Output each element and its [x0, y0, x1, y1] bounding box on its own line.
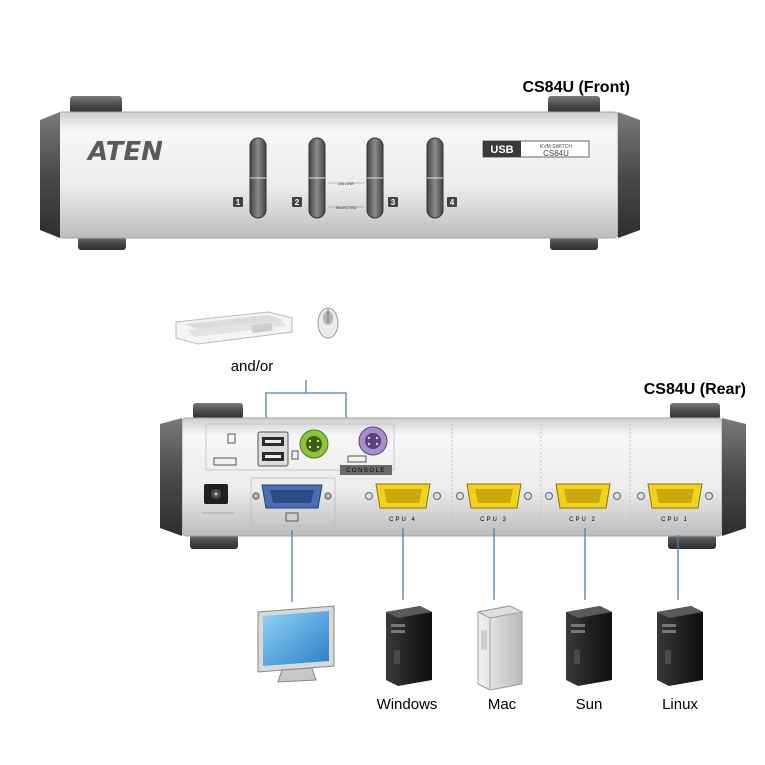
badge-usb: USB	[490, 144, 513, 156]
keyboard-icon	[175, 311, 293, 345]
power-jack[interactable]	[204, 484, 228, 504]
aten-logo: ATEN	[86, 137, 163, 167]
monitor-port-frame	[250, 477, 336, 527]
cpu2-vga-port[interactable]	[545, 483, 621, 509]
keyboard-symbol-icon	[347, 455, 367, 463]
port-number: 1	[236, 198, 241, 207]
port-button-1[interactable]: 1	[233, 137, 267, 219]
rear-endcap-right	[722, 418, 746, 536]
console-usb-ports[interactable]	[257, 431, 289, 467]
console-ps2-mouse-port[interactable]	[358, 426, 388, 456]
port-button-2[interactable]: 2	[292, 137, 326, 219]
front-foot	[78, 236, 126, 250]
cpu1-vga-port[interactable]	[637, 483, 713, 509]
front-chassis	[57, 111, 619, 239]
linux-tower-icon	[657, 606, 703, 686]
front-title: CS84U (Front)	[522, 79, 630, 96]
rear-foot	[193, 403, 243, 419]
rear-foot	[190, 533, 238, 549]
mouse-icon	[317, 307, 339, 339]
front-endcap-left	[40, 112, 60, 238]
rear-foot	[668, 533, 716, 549]
cpu2-label: CPU 2	[569, 517, 597, 523]
rear-endcap-left	[160, 418, 182, 536]
console-ps2-keyboard-port[interactable]	[299, 429, 329, 459]
cpu1-label: CPU 1	[661, 517, 689, 523]
monitor-icon	[257, 605, 335, 683]
port-number: 3	[391, 198, 396, 207]
computer-label-windows: Windows	[377, 696, 438, 713]
windows-tower-icon	[386, 606, 432, 686]
port-button-3[interactable]: 3	[366, 137, 398, 219]
mac-tower-icon	[476, 605, 524, 691]
console-label: CONSOLE	[346, 468, 386, 474]
port-number: 2	[295, 198, 300, 207]
cpu4-vga-port[interactable]	[365, 483, 441, 509]
peripherals-caption: and/or	[231, 358, 274, 375]
computer-label-linux: Linux	[662, 696, 698, 713]
console-label-box	[340, 465, 392, 475]
mouse-symbol-icon	[227, 433, 236, 444]
badge-model: CS84U	[543, 149, 569, 158]
rear-foot	[670, 403, 720, 419]
cpu3-label: CPU 3	[480, 517, 508, 523]
port-button-4[interactable]: 4	[426, 137, 457, 219]
computer-label-mac: Mac	[488, 696, 517, 713]
computer-label-sun: Sun	[576, 696, 603, 713]
front-foot	[70, 96, 122, 114]
front-foot	[550, 236, 598, 250]
rear-unit: CONSOLE	[160, 403, 746, 549]
mouse-symbol-icon	[291, 450, 299, 460]
console-frame	[205, 423, 395, 471]
led-label-selected: SELECTED	[335, 205, 356, 210]
front-endcap-right	[618, 112, 640, 238]
front-unit: ATEN USB KVM SWITCH CS84U 1 2 3	[40, 96, 640, 250]
cpu3-vga-port[interactable]	[456, 483, 532, 509]
monitor-symbol-icon	[285, 512, 299, 522]
sun-tower-icon	[566, 606, 612, 686]
badge-kvm: KVM SWITCH	[540, 144, 572, 150]
front-foot	[548, 96, 600, 114]
front-badge: USB KVM SWITCH CS84U	[482, 140, 590, 158]
console-vga-port[interactable]	[252, 484, 332, 509]
cpu4-label: CPU 4	[389, 517, 417, 523]
led-label-online: ON LINE	[338, 181, 354, 186]
keyboard-symbol-icon	[213, 457, 237, 466]
port-number: 4	[450, 198, 455, 207]
rear-title: CS84U (Rear)	[644, 381, 746, 398]
